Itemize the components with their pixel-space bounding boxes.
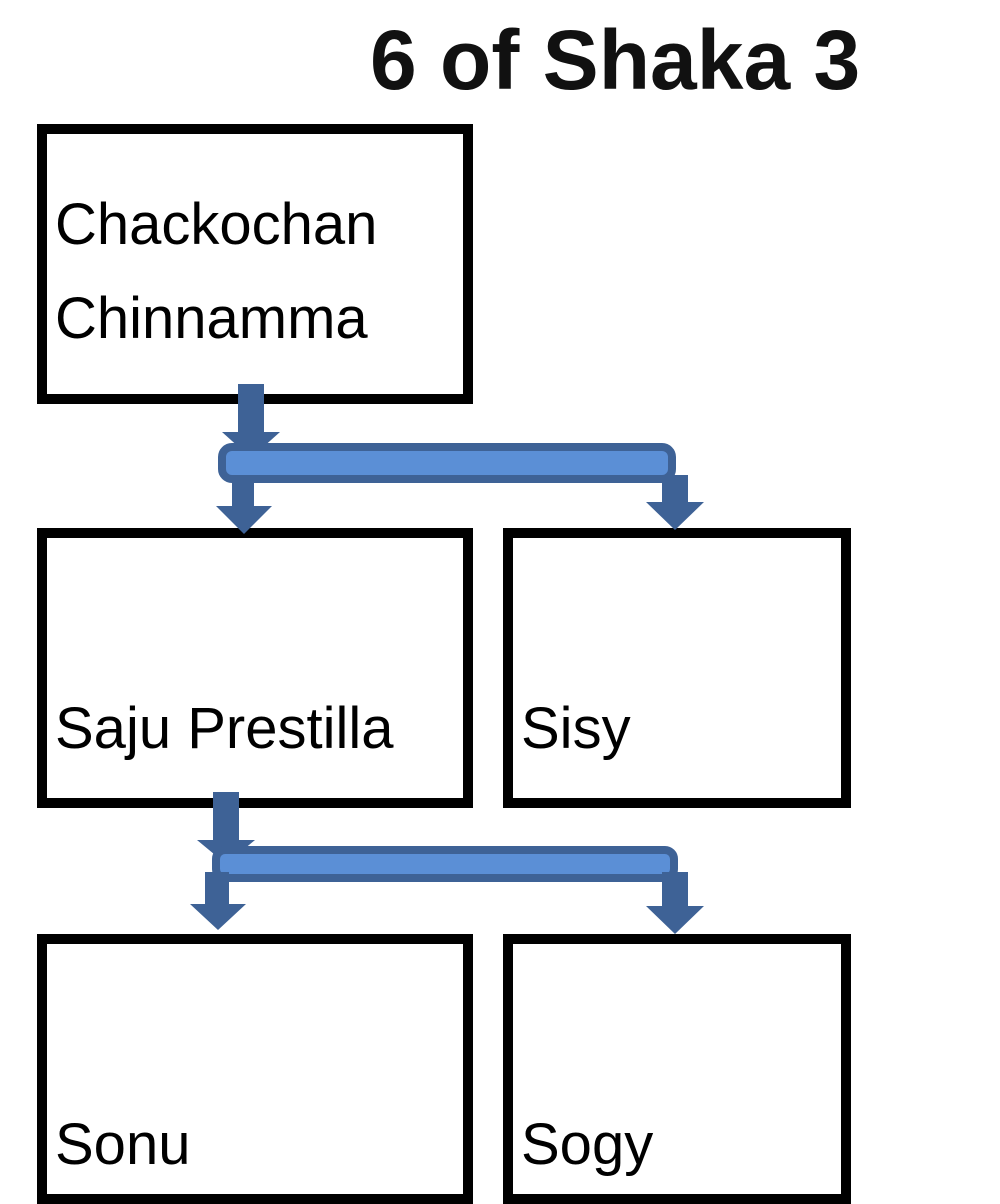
root-node-label: Chackochan Chinnamma [55, 192, 378, 351]
child-node-box-1: Saju Prestilla [37, 528, 473, 808]
child-node-label-2: Sisy [521, 696, 631, 761]
child-node-label-1: Saju Prestilla [55, 696, 394, 761]
grandchild-node-label-1: Sonu [55, 1112, 191, 1177]
connector-arrowhead-right [646, 502, 704, 530]
connector-drop-right [662, 475, 688, 505]
connector-stem [213, 792, 239, 840]
connector-arrowhead-left [216, 506, 272, 534]
connector-arrowhead-right [646, 906, 704, 934]
child-node-box-2: Sisy [503, 528, 851, 808]
diagram-title: 6 of Shaka 3 [370, 13, 861, 107]
root-node-box: Chackochan Chinnamma [37, 124, 473, 404]
grandchild-node-box-2: Sogy [503, 934, 851, 1204]
connector-bar [212, 846, 678, 882]
connector-drop-left [205, 872, 229, 908]
connector-stem [238, 384, 264, 434]
grandchild-node-box-1: Sonu [37, 934, 473, 1204]
connector-bar [218, 443, 676, 483]
connector-drop-left [232, 475, 254, 509]
grandchild-node-label-2: Sogy [521, 1112, 654, 1177]
connector-root-to-children [216, 384, 704, 534]
connector-arrowhead-left [190, 904, 246, 930]
connector-child-to-grandchildren [190, 792, 704, 934]
connector-drop-right [662, 872, 688, 908]
